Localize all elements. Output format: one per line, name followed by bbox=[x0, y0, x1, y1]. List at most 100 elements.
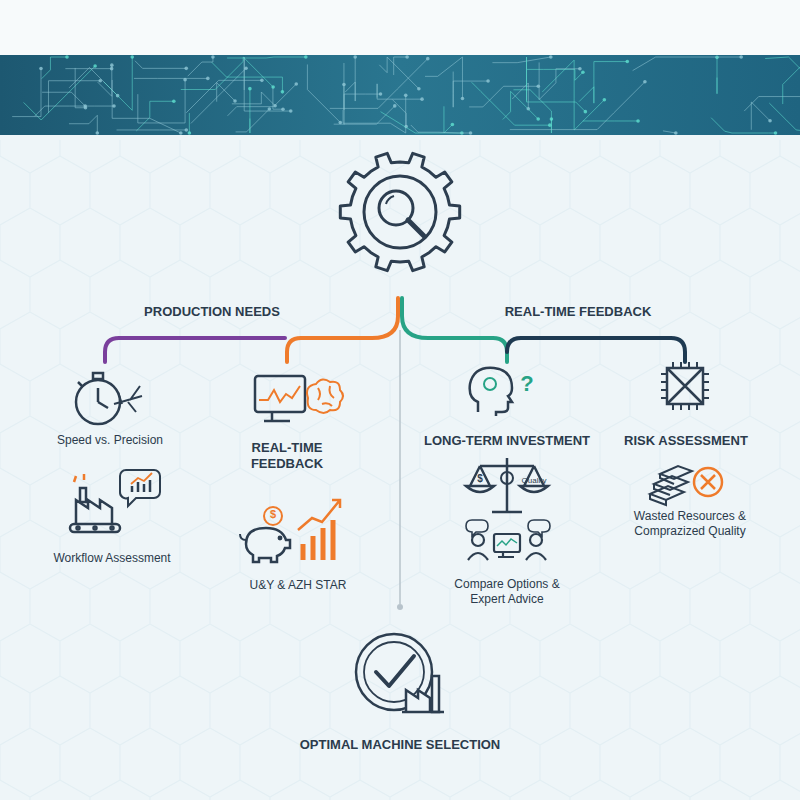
circuit-pad bbox=[353, 55, 357, 59]
circuit-banner bbox=[0, 55, 800, 135]
branch-lines-part bbox=[507, 338, 685, 362]
branch-lines-part bbox=[287, 298, 398, 362]
circuit-pad bbox=[271, 85, 275, 89]
stopwatch-icon-part bbox=[93, 373, 103, 379]
circuit-pad bbox=[281, 107, 285, 111]
circuit-trace bbox=[42, 92, 85, 106]
circuit-trace bbox=[633, 57, 742, 71]
thinking-head-icon-part bbox=[484, 378, 496, 390]
circuit-pad bbox=[211, 55, 215, 59]
branch-lines-part bbox=[402, 298, 507, 362]
factory-icon-part bbox=[94, 527, 97, 530]
circuit-pad bbox=[183, 78, 187, 82]
circuit-trace bbox=[227, 57, 306, 58]
circuit-trace bbox=[717, 57, 718, 93]
selection-check-icon-part bbox=[402, 711, 444, 714]
circuit-pad bbox=[248, 87, 252, 91]
circuit-trace bbox=[343, 63, 344, 110]
gear-icon-part bbox=[408, 220, 424, 236]
item-caption: Workflow Assessment bbox=[53, 551, 170, 566]
circuit-pad bbox=[426, 57, 430, 61]
stopwatch-icon-part bbox=[78, 382, 83, 387]
circuit-pad bbox=[188, 131, 192, 135]
circuit-trace bbox=[212, 62, 283, 92]
selection-check-icon-part bbox=[432, 676, 439, 712]
circuit-pad bbox=[584, 110, 588, 114]
circuit-trace bbox=[134, 78, 208, 79]
scale-symbol: $ bbox=[477, 473, 483, 486]
circuit-pad bbox=[233, 99, 237, 103]
monitor-brain-icon-part bbox=[255, 376, 305, 412]
factory-icon-part bbox=[77, 527, 80, 530]
circuit-pad bbox=[172, 99, 176, 103]
circuit-pad bbox=[179, 131, 183, 135]
circuit-trace bbox=[307, 64, 340, 122]
circuit-pad bbox=[461, 97, 465, 101]
circuit-pad bbox=[451, 123, 455, 127]
circuit-trace bbox=[186, 80, 262, 112]
circuit-trace bbox=[112, 80, 181, 133]
factory-icon-part bbox=[120, 470, 160, 506]
circuit-trace bbox=[188, 57, 213, 76]
monitor-brain-icon bbox=[255, 376, 343, 421]
circuit-pad bbox=[289, 109, 293, 113]
circuit-trace bbox=[751, 102, 770, 130]
item-caption: Speed vs. Precision bbox=[57, 433, 163, 448]
monitor-brain-icon-part bbox=[307, 379, 343, 413]
circuit-trace bbox=[503, 91, 538, 119]
factory-icon-part bbox=[111, 527, 114, 530]
item-caption: Wasted Resources & Comprazized Quality bbox=[631, 509, 749, 539]
item-caption: U&Y & AZH STAR bbox=[250, 578, 347, 593]
circuit-trace bbox=[273, 87, 283, 109]
waste-icon-part bbox=[660, 466, 692, 484]
circuit-trace bbox=[344, 94, 380, 125]
circuit-pad bbox=[110, 63, 114, 67]
circuit-trace bbox=[492, 57, 550, 63]
chip-cross-icon-part bbox=[667, 368, 703, 404]
experts-icon bbox=[466, 520, 550, 560]
circuit-pad bbox=[379, 92, 383, 96]
selection-check-icon-part bbox=[406, 690, 430, 712]
gear-icon-part bbox=[364, 176, 436, 248]
circuit-trace bbox=[35, 106, 114, 116]
item-caption: Compare Options & Expert Advice bbox=[437, 577, 577, 607]
item-heading: LONG-TERM INVESTMENT bbox=[424, 433, 590, 449]
piggy-growth-icon-part bbox=[298, 500, 340, 530]
circuit-pad bbox=[112, 104, 116, 108]
circuit-pad bbox=[636, 119, 640, 123]
circuit-trace bbox=[542, 60, 604, 130]
stopwatch-icon bbox=[76, 373, 142, 424]
circuit-trace bbox=[48, 81, 100, 113]
balance-scale-icon-part bbox=[466, 466, 494, 492]
circuit-trace bbox=[769, 103, 800, 133]
circuit-pad bbox=[768, 119, 772, 123]
circuit-pad bbox=[185, 128, 189, 132]
circuit-trace bbox=[583, 120, 638, 121]
circuit-trace bbox=[24, 66, 96, 120]
circuit-trace bbox=[42, 57, 67, 79]
circuit-trace bbox=[69, 115, 97, 133]
gear-icon-part bbox=[386, 196, 394, 204]
experts-icon-part bbox=[472, 534, 484, 546]
circuit-trace bbox=[249, 89, 250, 133]
circuit-pad bbox=[626, 60, 630, 64]
circuit-trace bbox=[138, 80, 185, 123]
circuit-trace bbox=[527, 57, 586, 112]
selection-check-icon-part bbox=[376, 656, 414, 686]
circuit-pad bbox=[581, 70, 585, 74]
circuit-trace bbox=[381, 112, 462, 133]
circuit-pad bbox=[405, 55, 409, 59]
circuit-pad bbox=[486, 79, 490, 83]
circuit-pad bbox=[578, 67, 582, 71]
balance-scale-icon bbox=[466, 458, 548, 512]
factory-icon-part bbox=[70, 524, 120, 532]
circuit-pad bbox=[550, 117, 554, 121]
circuit-trace bbox=[343, 95, 406, 133]
circuit-trace bbox=[472, 82, 550, 125]
gear-icon bbox=[340, 153, 459, 270]
center-line-part bbox=[399, 330, 401, 604]
circuit-pad bbox=[39, 67, 43, 71]
circuit-trace bbox=[513, 90, 551, 133]
